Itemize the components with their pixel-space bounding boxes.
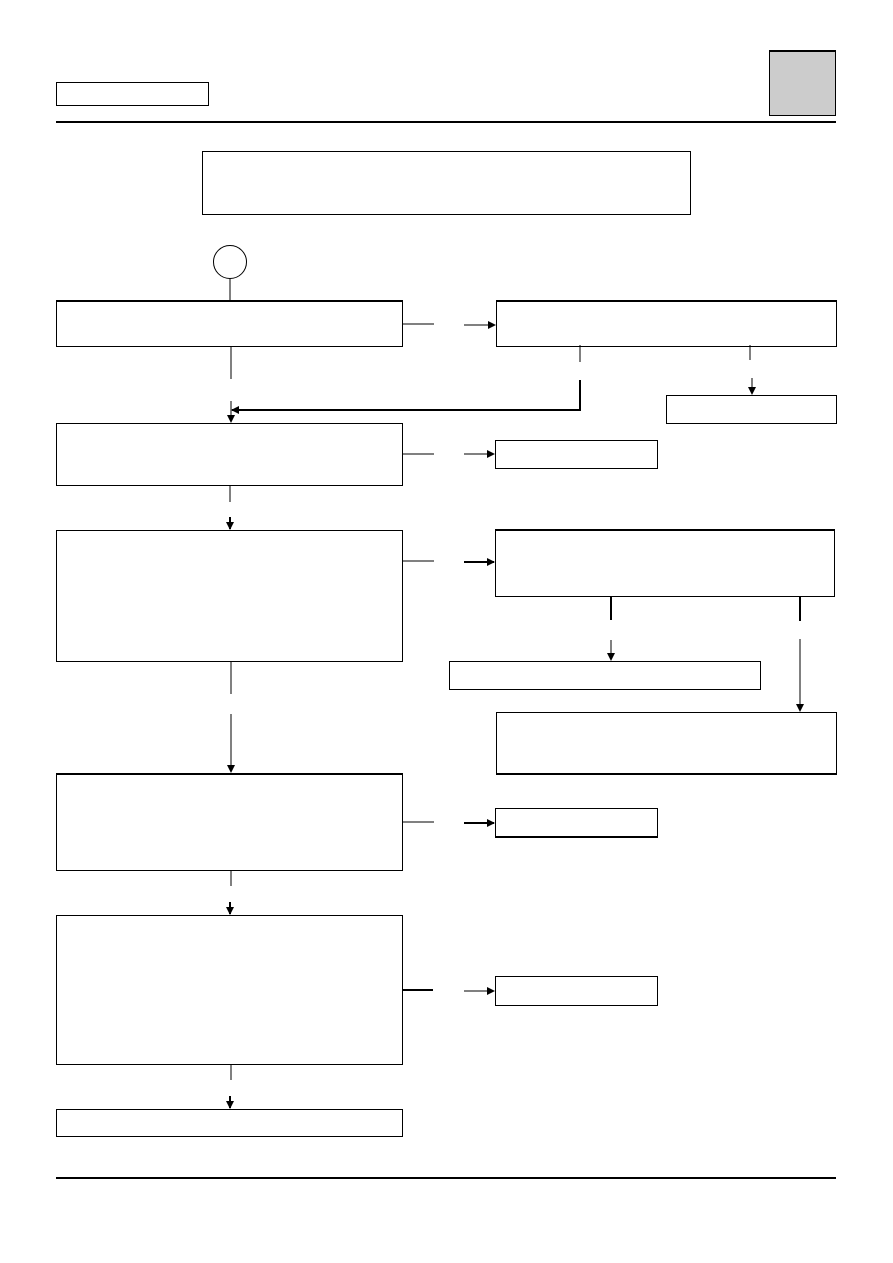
section-tab — [769, 50, 836, 116]
header-rule — [56, 121, 836, 123]
start-node — [213, 245, 247, 279]
branch-3-result-a-box — [449, 661, 761, 690]
step-1-box — [56, 300, 403, 347]
branch-1-box — [496, 300, 837, 347]
branch-2-box — [495, 440, 658, 469]
title-box — [202, 151, 691, 215]
step-2-box — [56, 423, 403, 486]
footer-rule — [56, 1177, 836, 1179]
step-end-box — [56, 1109, 403, 1137]
branch-1-result-box — [666, 395, 837, 424]
connector-branch1-back — [231, 380, 581, 414]
header-tag-box — [56, 82, 209, 106]
branch-4-box — [495, 808, 658, 838]
step-4-box — [56, 773, 403, 871]
branch-3-box — [495, 529, 835, 597]
step-3-box — [56, 530, 403, 662]
branch-3-result-b-box — [496, 712, 837, 775]
step-5-box — [56, 915, 403, 1065]
branch-5-box — [495, 976, 658, 1006]
